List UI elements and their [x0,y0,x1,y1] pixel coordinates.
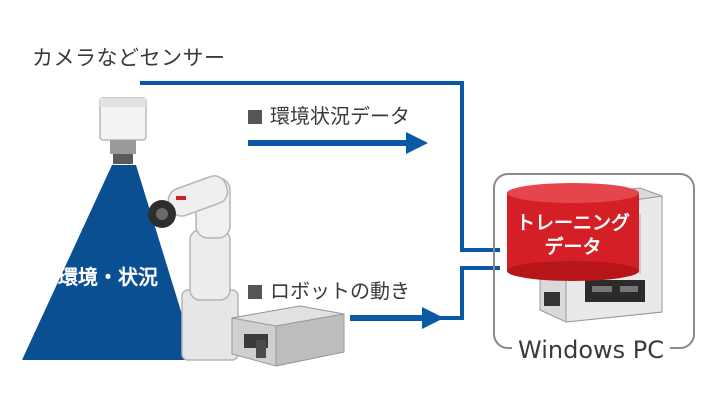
robot-motion-arrow [350,307,444,329]
sensor-flow-line [140,81,500,252]
sensor-label: カメラなどセンサー [32,46,226,70]
environment-flow-text: 環境状況データ [270,104,410,128]
robot-controller-icon [231,305,345,367]
sensing-cone [22,165,196,360]
robot-flow-line [420,266,500,320]
training-data-line2: データ [544,236,602,258]
pc-label: Windows PC [512,336,670,364]
bullet-square-icon [248,285,262,299]
robot-arm-icon [148,175,239,361]
environment-data-arrow [248,132,428,154]
environment-label: 環境・状況 [58,265,158,289]
training-data-line1: トレーニング [515,212,630,234]
database-cylinder-icon [507,183,639,281]
robot-flow-label: ロボットの動き [248,275,410,304]
robot-flow-text: ロボットの動き [270,279,410,303]
bullet-square-icon [248,110,262,124]
environment-flow-label: 環境状況データ [248,100,410,129]
training-data-label: トレーニング データ [507,211,639,259]
camera-sensor-icon [99,97,147,164]
